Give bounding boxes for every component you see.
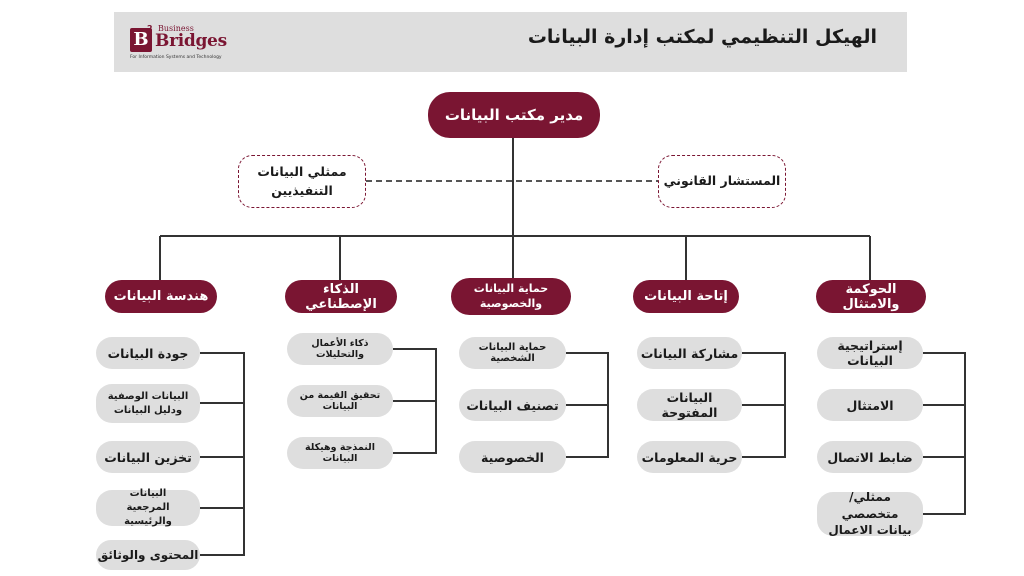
- logo-tagline: For Information Systems and Technology: [130, 55, 222, 60]
- engineering-bracket-line: [200, 352, 245, 556]
- item-label: إستراتيجية البيانات: [837, 338, 903, 368]
- item-label: ذكاء الأعمال والتحليلات: [311, 338, 369, 360]
- executive-representatives-line-1: ممثلي البيانات: [257, 164, 347, 180]
- item-reference-master-data: البيانات المرجعية والرئيسية: [96, 488, 200, 527]
- item-metadata-catalog: البيانات الوصفية ودليل البيانات: [96, 384, 200, 423]
- item-open-data: البيانات المفتوحة: [637, 389, 742, 421]
- item-label: حماية البيانات الشخصية: [478, 342, 547, 364]
- item-label: تخزين البيانات: [104, 449, 192, 465]
- item-label: البيانات المرجعية والرئيسية: [124, 488, 172, 527]
- item-label: مشاركة البيانات: [640, 345, 739, 361]
- item-label: جودة البيانات: [107, 345, 189, 361]
- item-compliance: الامتثال: [817, 389, 923, 421]
- item-label: ضابط الاتصال: [827, 449, 913, 465]
- item-label: النمذجة وهيكلة البيانات: [304, 442, 375, 464]
- dept-label: الحوكمة والامتثال: [842, 281, 900, 312]
- item-label: البيانات الوصفية ودليل البيانات: [107, 390, 189, 416]
- page-title: الهيكل التنظيمي لمكتب إدارة البيانات: [527, 26, 877, 48]
- item-label: الامتثال: [846, 397, 894, 413]
- legal-advisor-label: المستشار القانوني: [663, 173, 781, 189]
- item-data-modeling-architecture: النمذجة وهيكلة البيانات: [287, 437, 393, 469]
- item-privacy: الخصوصية: [459, 441, 566, 473]
- item-data-sharing: مشاركة البيانات: [637, 337, 742, 369]
- dept-label: إتاحة البيانات: [644, 289, 728, 304]
- item-content-documents: المحتوى والوثائق: [96, 540, 200, 570]
- executive-representatives-node: ممثلي البيانات التنفيذيين: [238, 155, 366, 208]
- governance-bracket-line: [923, 352, 966, 515]
- dept-data-protection-privacy: حماية البيانات والخصوصية: [451, 278, 571, 315]
- dept-data-engineering: هندسة البيانات: [105, 280, 217, 313]
- dept-label: هندسة البيانات: [113, 289, 209, 304]
- executive-representatives-line-2: التنفيذيين: [271, 182, 333, 198]
- item-freedom-of-information: حرية المعلومات: [637, 441, 742, 473]
- item-data-value-realization: تحقيق القيمة من البيانات: [287, 385, 393, 417]
- item-data-storage: تخزين البيانات: [96, 441, 200, 473]
- item-data-classification: تصنيف البيانات: [459, 389, 566, 421]
- root-node-label: مدير مكتب البيانات: [444, 106, 584, 124]
- item-data-strategy: إستراتيجية البيانات: [817, 337, 923, 369]
- item-label: المحتوى والوثائق: [97, 548, 199, 562]
- dept-governance-compliance: الحوكمة والامتثال: [816, 280, 926, 313]
- item-label: ممثلي/ متخصصي بيانات الاعمال: [828, 489, 912, 538]
- item-label: الخصوصية: [481, 449, 544, 465]
- dept-data-access: إتاحة البيانات: [633, 280, 739, 313]
- header-bar: B 2 Business Bridges For Information Sys…: [114, 12, 907, 72]
- company-logo: B 2 Business Bridges For Information Sys…: [128, 20, 238, 64]
- logo-business-text: Business: [158, 24, 194, 33]
- item-label: البيانات المفتوحة: [661, 390, 718, 420]
- dept-label: حماية البيانات والخصوصية: [473, 282, 549, 310]
- logo-bridges-text: Bridges: [155, 31, 227, 51]
- logo-mark: B: [130, 28, 152, 52]
- item-business-intelligence-analytics: ذكاء الأعمال والتحليلات: [287, 333, 393, 365]
- item-personal-data-protection: حماية البيانات الشخصية: [459, 337, 566, 369]
- item-label: تحقيق القيمة من البيانات: [299, 390, 381, 412]
- dept-artificial-intelligence: الذكاء الإصطناعي: [285, 280, 397, 313]
- root-node: مدير مكتب البيانات: [428, 92, 600, 138]
- logo-superscript: 2: [147, 24, 153, 33]
- item-business-data-representatives: ممثلي/ متخصصي بيانات الاعمال: [817, 489, 923, 538]
- dept-label: الذكاء الإصطناعي: [305, 281, 377, 312]
- item-data-quality: جودة البيانات: [96, 337, 200, 369]
- legal-advisor-node: المستشار القانوني: [658, 155, 786, 208]
- item-liaison-officer: ضابط الاتصال: [817, 441, 923, 473]
- item-label: تصنيف البيانات: [466, 397, 559, 413]
- item-label: حرية المعلومات: [641, 449, 738, 465]
